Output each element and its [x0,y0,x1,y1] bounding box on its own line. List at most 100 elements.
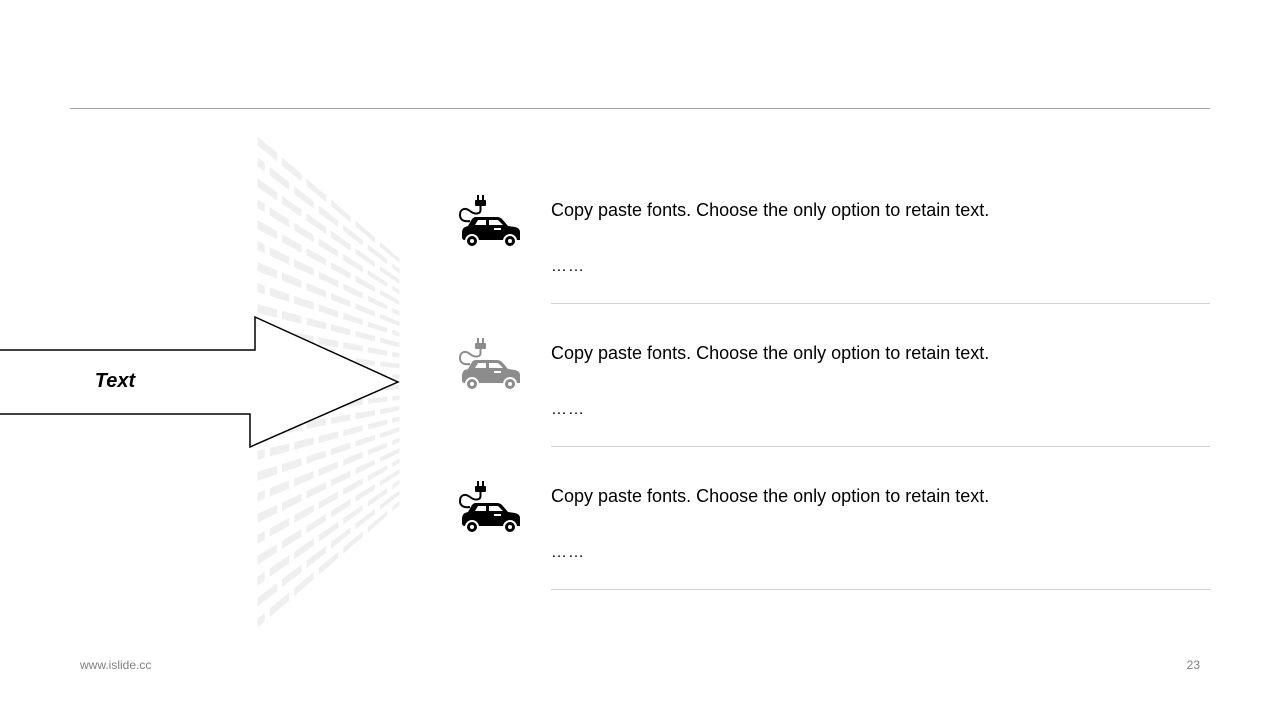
brick [294,222,314,243]
brick [331,199,351,223]
brick [306,514,326,534]
brick [282,493,302,511]
brick [282,272,302,289]
brick [257,490,265,502]
brick [367,419,388,430]
brick [343,504,363,525]
brick [367,465,388,482]
brick [269,480,290,497]
brick [269,207,290,228]
brick [343,254,363,273]
item-ellipsis: …… [551,544,585,561]
arrow-shape [0,315,400,449]
brick [343,451,363,466]
brick [294,259,314,277]
brick [306,545,326,569]
brick [367,396,388,404]
brick [392,395,400,401]
brick [294,471,314,487]
brick [331,324,351,336]
brick [380,448,400,463]
brick [294,295,314,310]
brick [392,437,400,446]
brick [331,527,351,549]
brick [355,220,375,243]
brick [257,157,265,172]
brick [294,504,314,523]
brick [380,313,400,327]
brick [392,307,400,316]
brick [257,543,277,565]
brick [318,337,339,348]
brick [306,178,326,203]
brick [355,484,375,502]
brick [380,469,400,487]
arrow-label: Text [94,370,136,392]
item-divider [551,446,1210,447]
brick [355,459,375,475]
brick [257,199,265,213]
brick [331,261,351,279]
brick [282,310,302,324]
brick [343,342,363,352]
brick [392,351,400,358]
brick [269,287,290,303]
brick-wall-graphic [257,136,400,628]
brick [257,262,277,279]
brick [380,289,400,306]
footer-website: www.islide.cc [80,658,152,672]
brick [257,136,277,162]
brick [355,303,375,317]
brick [318,491,339,509]
brick [306,213,326,234]
brick [380,337,400,348]
electric-car-icon [459,337,521,391]
brick [367,442,388,456]
brick [257,283,265,295]
brick [355,410,375,420]
brick [306,418,326,430]
item-ellipsis: …… [551,401,585,418]
brick [367,244,388,265]
brick [355,434,375,447]
brick [269,166,290,191]
brick [392,329,400,337]
brick [282,195,302,218]
brick [257,583,277,607]
brick [269,592,290,618]
brick [367,321,388,333]
brick [294,572,314,597]
brick [318,521,339,542]
brick [392,374,400,379]
brick [294,186,314,209]
brick [257,571,265,586]
brick [392,458,400,468]
brick [306,450,326,464]
brick [257,449,265,460]
brick [367,347,388,356]
brick [343,283,363,299]
brick [306,282,326,298]
brick [392,263,400,274]
brick [269,555,290,578]
brick [257,178,277,201]
brick [331,442,351,456]
brick [355,248,375,268]
brick [257,531,265,544]
brick [306,317,326,330]
brick [331,230,351,251]
brick [343,312,363,326]
brick [367,295,388,311]
brick [306,482,326,499]
brick [331,499,351,518]
brick [282,157,302,182]
electric-car-icon [459,480,521,534]
brick [380,427,400,439]
brick [269,247,290,265]
brick [392,416,400,423]
item-divider [551,589,1210,590]
electric-car-icon [459,194,521,248]
brick [294,538,314,560]
brick [355,508,375,530]
brick [380,265,400,285]
